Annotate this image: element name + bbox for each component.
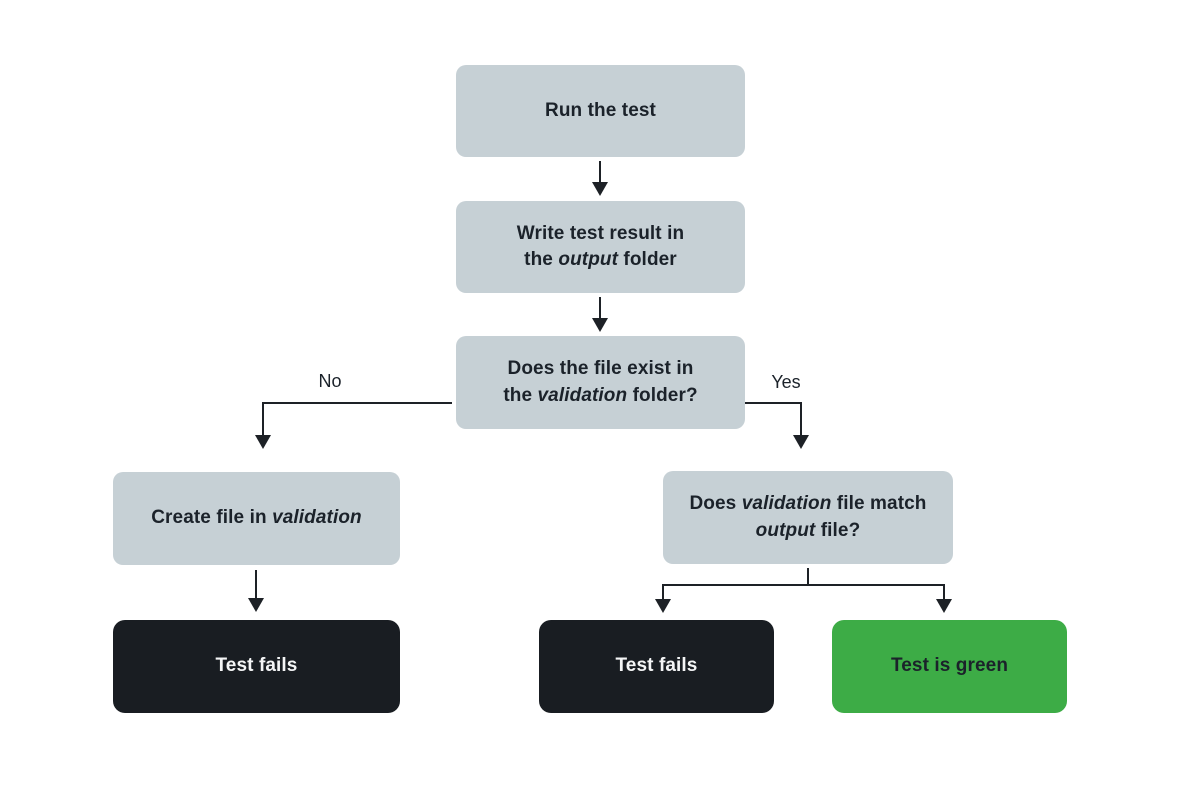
connector-split-right-vertical (943, 584, 945, 601)
node-label: Test is green (890, 655, 1009, 677)
connector-no-vertical (262, 402, 264, 436)
node-label: Test fails (215, 655, 298, 677)
connector-run-to-write (599, 161, 601, 184)
node-test-fails-mid: Test fails (539, 620, 774, 713)
node-label: Test fails (615, 655, 698, 677)
edge-label-yes: Yes (771, 372, 801, 392)
node-label: Create file in validation (151, 507, 362, 529)
connector-no-horizontal (263, 402, 452, 404)
node-test-fails-left: Test fails (113, 620, 400, 713)
connector-match-stub (807, 568, 809, 586)
arrow-down-icon (248, 598, 264, 612)
connector-split-horizontal (662, 584, 945, 586)
connector-write-to-exists (599, 297, 601, 320)
node-label: Does the file exist in the validation fo… (503, 358, 698, 406)
edge-label-no: No (318, 371, 342, 391)
arrow-down-icon (592, 182, 608, 196)
connector-yes-horizontal (745, 402, 802, 404)
node-file-exists: Does the file exist in the validation fo… (456, 336, 745, 429)
node-test-is-green: Test is green (832, 620, 1067, 713)
node-run-test: Run the test (456, 65, 745, 157)
arrow-down-icon (255, 435, 271, 449)
connector-split-left-vertical (662, 584, 664, 601)
arrow-down-icon (592, 318, 608, 332)
arrow-down-icon (936, 599, 952, 613)
connector-yes-vertical (800, 402, 802, 436)
node-write-result: Write test result in the output folder (456, 201, 745, 293)
node-label: Write test result in the output folder (516, 222, 685, 270)
arrow-down-icon (793, 435, 809, 449)
node-create-file: Create file in validation (113, 472, 400, 565)
node-label: Does validation file match output file? (689, 493, 927, 541)
node-match-check: Does validation file match output file? (663, 471, 953, 564)
node-label: Run the test (545, 99, 656, 121)
arrow-down-icon (655, 599, 671, 613)
connector-create-to-fail (255, 570, 257, 600)
